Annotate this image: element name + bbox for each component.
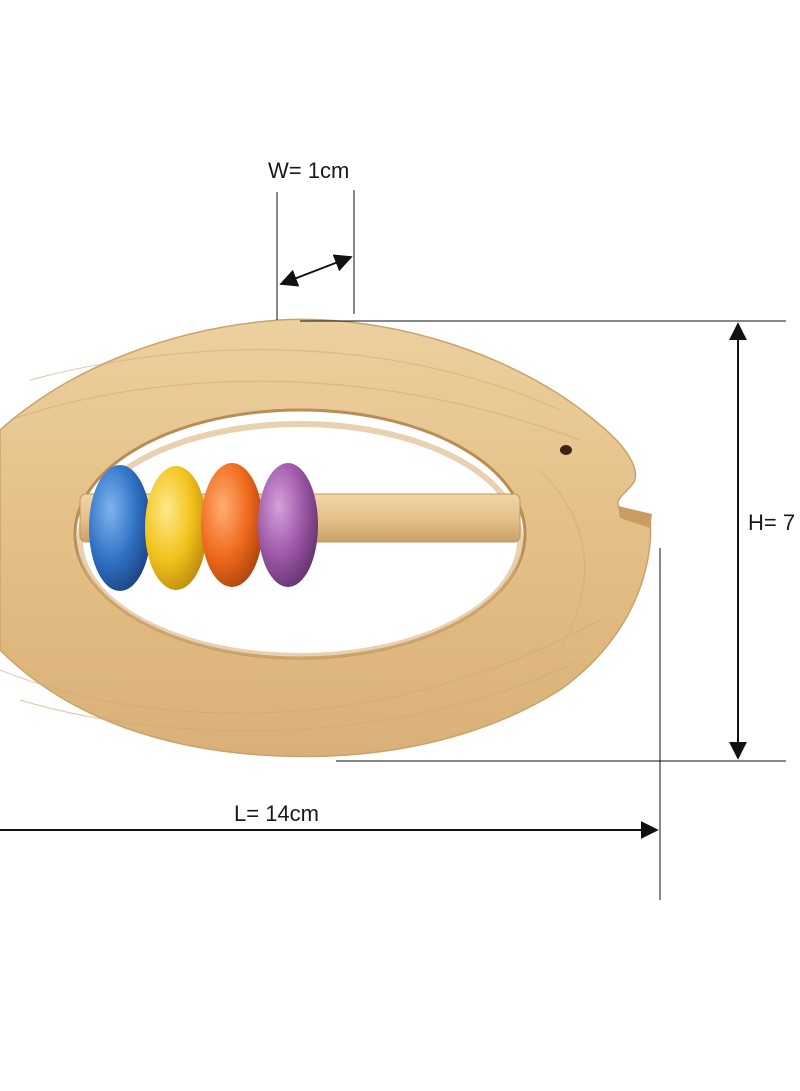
height-label: H= 7 — [748, 510, 796, 535]
fish-eye — [560, 445, 572, 455]
bead-orange — [201, 463, 263, 587]
width-dimension — [276, 190, 355, 320]
height-dimension — [300, 320, 786, 762]
width-label: W= 1cm — [268, 158, 350, 183]
width-arrow — [279, 254, 353, 287]
bead-yellow — [145, 466, 207, 590]
rainbow-beads — [89, 463, 318, 591]
bead-purple — [258, 463, 318, 587]
bead-blue — [89, 465, 151, 591]
length-dimension — [0, 548, 661, 900]
length-label: L= 14cm — [234, 801, 319, 826]
